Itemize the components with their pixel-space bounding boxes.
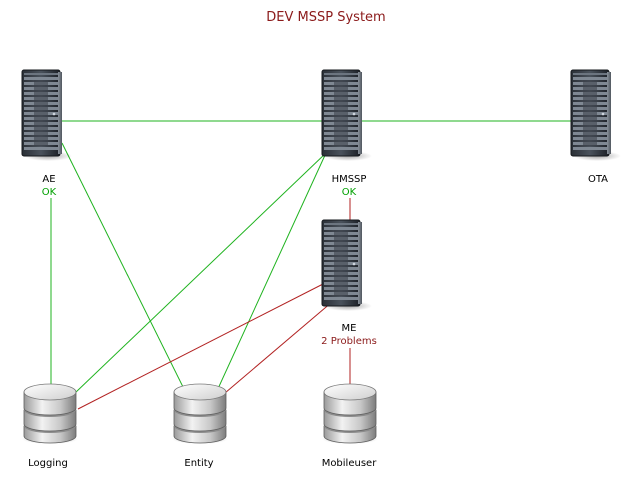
node-status: OK bbox=[342, 187, 357, 198]
server-icon bbox=[321, 69, 372, 162]
diagram-title: DEV MSSP System bbox=[266, 10, 385, 25]
node-label: Logging bbox=[28, 458, 68, 469]
database-icon bbox=[21, 383, 79, 444]
link-ae-entity bbox=[61, 142, 187, 394]
node-label: Mobileuser bbox=[322, 458, 378, 469]
node-label: HMSSP bbox=[332, 174, 367, 185]
link-hmssp-entity bbox=[215, 152, 327, 394]
database-icon bbox=[171, 383, 229, 444]
server-icon bbox=[570, 69, 621, 162]
node-hmssp[interactable]: HMSSP OK bbox=[321, 69, 372, 198]
link-me-entity bbox=[224, 301, 333, 394]
server-icon bbox=[321, 219, 372, 312]
links bbox=[50, 120, 572, 410]
node-ota[interactable]: OTA bbox=[570, 69, 621, 185]
node-entity[interactable]: Entity bbox=[171, 383, 229, 469]
node-label: OTA bbox=[588, 174, 608, 185]
node-status: 2 Problems bbox=[321, 336, 377, 347]
node-mobileuser[interactable]: Mobileuser bbox=[321, 383, 379, 469]
database-icon bbox=[321, 383, 379, 444]
node-label: AE bbox=[42, 174, 55, 185]
node-logging[interactable]: Logging bbox=[21, 383, 79, 469]
node-ae[interactable]: AE OK bbox=[21, 69, 72, 198]
link-me-logging bbox=[77, 282, 326, 410]
node-label: Entity bbox=[184, 458, 213, 469]
node-me[interactable]: ME 2 Problems bbox=[321, 219, 377, 347]
node-label: ME bbox=[342, 323, 357, 334]
link-hmssp-logging bbox=[74, 152, 327, 394]
node-status: OK bbox=[42, 187, 57, 198]
